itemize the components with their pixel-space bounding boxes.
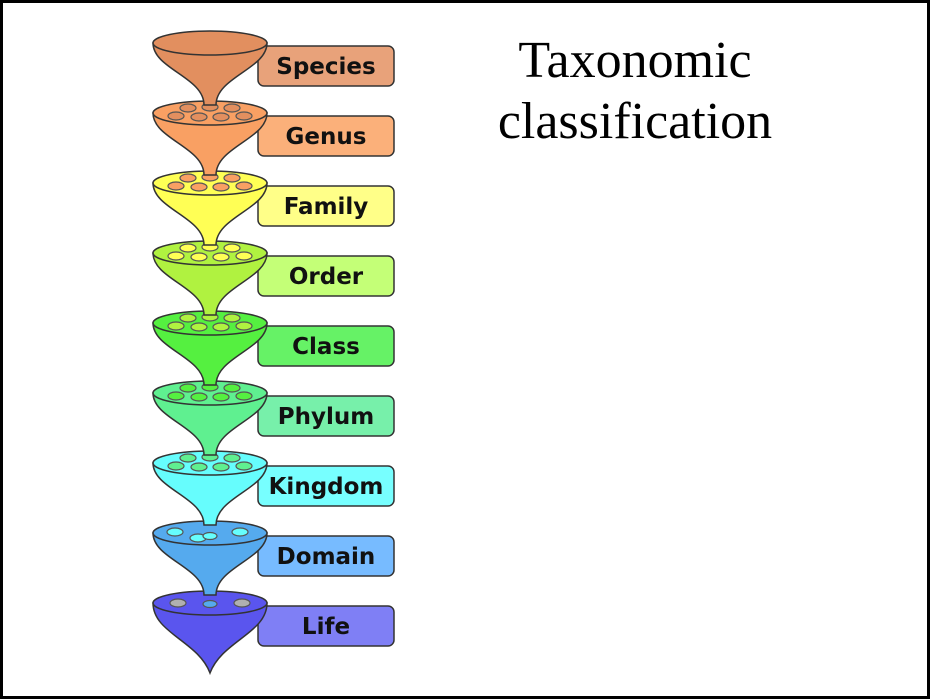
funnel-hole	[190, 462, 208, 472]
funnel-hole	[212, 392, 230, 402]
funnel-hole	[167, 391, 185, 401]
rank-kingdom: Kingdom	[152, 450, 395, 526]
rank-label: Family	[284, 194, 369, 220]
rank-domain: Domain	[152, 520, 395, 596]
funnel-spout-hole	[202, 531, 218, 541]
funnel-body	[152, 462, 268, 526]
funnel-hole	[235, 461, 253, 471]
funnel-hole	[212, 182, 230, 192]
rank-label: Life	[302, 614, 350, 640]
funnel-hole	[179, 243, 197, 253]
funnel-hole	[179, 313, 197, 323]
funnel-hole	[179, 453, 197, 463]
funnel-hole	[223, 383, 241, 393]
rank-label-box	[257, 395, 395, 437]
funnel-hole	[223, 453, 241, 463]
funnel-hole	[167, 251, 185, 261]
rank-label-box	[257, 325, 395, 367]
funnel-hole	[190, 322, 208, 332]
funnel-hole	[190, 252, 208, 262]
funnel-body	[152, 322, 268, 386]
rank-label-box	[257, 185, 395, 227]
funnel-hole	[212, 462, 230, 472]
rank-life: Life	[152, 590, 395, 676]
rank-label: Order	[289, 264, 364, 290]
title-line-2: classification	[497, 93, 773, 150]
rank-label: Phylum	[278, 404, 374, 430]
funnel-hole	[233, 598, 251, 608]
funnel-hole	[169, 598, 187, 608]
rank-phylum: Phylum	[152, 380, 395, 456]
funnel-hole	[223, 173, 241, 183]
funnel-hole	[167, 111, 185, 121]
funnel-hole	[190, 392, 208, 402]
funnel-hole	[167, 321, 185, 331]
funnel-hole	[223, 103, 241, 113]
funnel-hole	[212, 112, 230, 122]
rank-genus: Genus	[152, 100, 395, 176]
rank-species: Species	[152, 30, 395, 106]
rank-label: Kingdom	[269, 474, 384, 500]
funnel-body	[152, 182, 268, 246]
funnel-body	[152, 392, 268, 456]
rank-label-box	[257, 535, 395, 577]
rank-class: Class	[152, 310, 395, 386]
funnel-hole	[235, 391, 253, 401]
funnel-hole	[179, 103, 197, 113]
funnel-body	[152, 532, 268, 596]
funnel-body	[152, 42, 268, 106]
funnel-spout-hole	[202, 599, 218, 609]
rank-label: Class	[292, 334, 360, 360]
funnel-hole	[235, 181, 253, 191]
rank-family: Family	[152, 170, 395, 246]
rank-order: Order	[152, 240, 395, 316]
funnel-body	[152, 252, 268, 316]
rank-label: Genus	[286, 124, 367, 150]
funnel-body	[152, 602, 268, 676]
rank-label: Domain	[277, 544, 376, 570]
funnel-hole	[179, 383, 197, 393]
funnel-rim	[152, 30, 268, 56]
rank-label-box	[257, 255, 395, 297]
funnel-hole	[235, 111, 253, 121]
rank-label-box	[257, 605, 395, 647]
funnel-hole	[223, 243, 241, 253]
slide-title: Taxonomic classification	[470, 30, 800, 152]
funnel-hole	[223, 313, 241, 323]
rank-label-box	[257, 115, 395, 157]
funnel-hole	[166, 527, 184, 537]
funnel-hole	[212, 322, 230, 332]
funnel-hole	[179, 173, 197, 183]
funnel-hole	[235, 321, 253, 331]
funnel-hole	[231, 527, 249, 537]
title-line-1: Taxonomic	[518, 32, 752, 89]
funnel-hole	[235, 251, 253, 261]
funnel-hole	[190, 112, 208, 122]
funnel-hole	[167, 461, 185, 471]
rank-label: Species	[276, 54, 375, 80]
rank-label-box	[257, 45, 395, 87]
funnel-hole	[167, 181, 185, 191]
funnel-body	[152, 112, 268, 176]
funnel-hole	[190, 182, 208, 192]
funnel-hole	[212, 252, 230, 262]
rank-label-box	[257, 465, 395, 507]
